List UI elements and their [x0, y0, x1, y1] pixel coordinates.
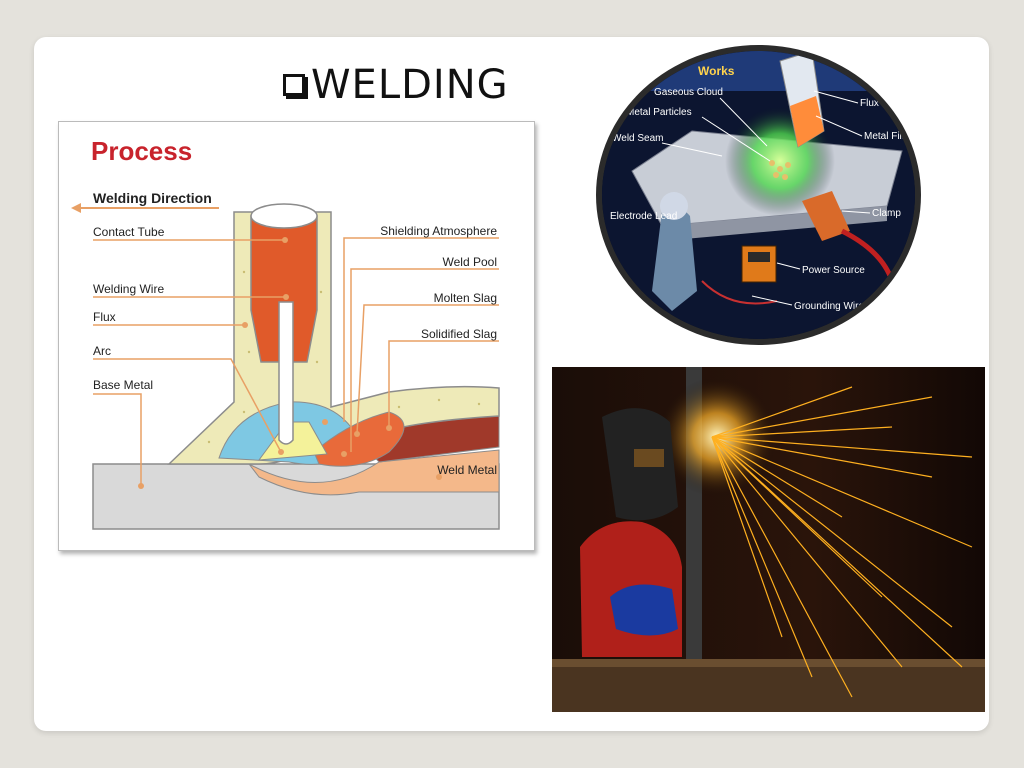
welder-glove	[610, 584, 678, 636]
label-welding-wire: Welding Wire	[93, 282, 164, 296]
label-weld-seam: Weld Seam	[612, 133, 664, 144]
power-source-shape	[741, 245, 777, 283]
welding-direction-arrow-icon	[71, 203, 219, 213]
label-contact-tube: Contact Tube	[93, 225, 165, 239]
right-leader-lines	[343, 237, 499, 452]
label-metal-particles: Metal Particles	[626, 107, 692, 118]
bottom-pipe	[552, 659, 985, 712]
slide-title-text: WELDING	[311, 62, 509, 108]
spark-streaks	[711, 386, 973, 698]
right-leader-dots	[322, 419, 442, 480]
label-arc: Arc	[93, 344, 111, 358]
checkbox-bullet-icon	[283, 74, 305, 96]
welding-direction-label: Welding Direction	[93, 190, 212, 206]
slide-title: WELDING	[283, 62, 509, 108]
welding-works-svg: Works Gaseous Cloud Metal Particles Weld…	[602, 51, 915, 339]
label-metal-filler: Metal Filler	[864, 131, 914, 142]
welder-sparks-photo	[552, 367, 985, 712]
label-electrode-lead: Electrode Lead	[610, 211, 677, 222]
works-header: Works	[698, 64, 735, 78]
label-molten-slag: Molten Slag	[434, 291, 497, 305]
flux-texture	[207, 270, 481, 444]
process-heading: Process	[91, 136, 192, 166]
left-leader-lines	[93, 239, 286, 486]
label-base-metal: Base Metal	[93, 378, 153, 392]
process-diagram-svg: Process Welding Direction	[71, 136, 500, 530]
metal-particles	[769, 160, 791, 180]
process-diagram: Process Welding Direction	[58, 121, 535, 551]
weld-metal-shape	[248, 449, 500, 496]
welding-wire-shape	[278, 301, 294, 445]
label-grounding-wire: Grounding Wire	[794, 301, 864, 312]
helmet-visor	[634, 449, 664, 467]
welder-sparks-svg	[552, 367, 985, 712]
label-flux: Flux	[93, 310, 116, 324]
electrode-tip	[790, 96, 824, 147]
label-gaseous-cloud: Gaseous Cloud	[654, 87, 723, 98]
welder-helmet	[660, 192, 688, 220]
label-weld-pool: Weld Pool	[443, 255, 497, 269]
label-solidified-slag: Solidified Slag	[421, 327, 497, 341]
welder-figure	[652, 207, 697, 311]
label-shielding-atmosphere: Shielding Atmosphere	[380, 224, 497, 238]
label-clamp: Clamp	[872, 208, 901, 219]
contact-tube-top	[250, 203, 318, 229]
label-power-source: Power Source	[802, 265, 865, 276]
left-leader-dots	[138, 237, 289, 489]
label-weld-metal: Weld Metal	[437, 463, 497, 477]
molten-slag-shape	[313, 411, 405, 467]
clamp-shape	[802, 191, 850, 241]
welding-works-illustration: Works Gaseous Cloud Metal Particles Weld…	[596, 45, 921, 345]
